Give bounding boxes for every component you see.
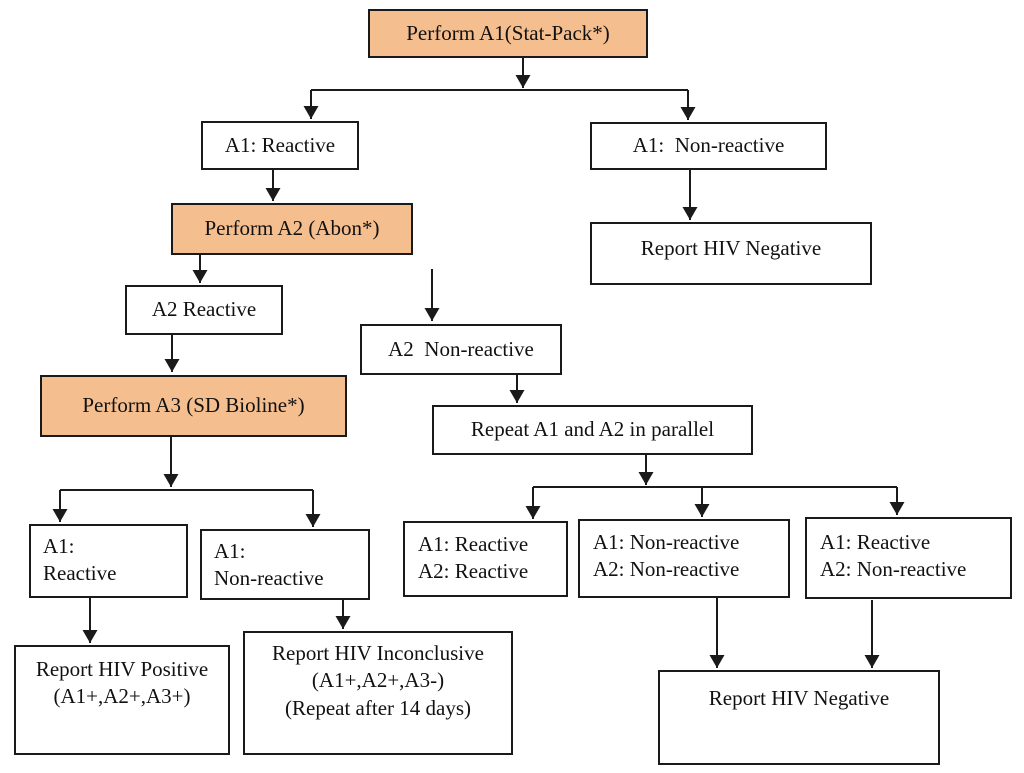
node-perform-a3: Perform A3 (SD Bioline*) (40, 375, 347, 437)
node-repeat-rn: A1: Reactive A2: Non-reactive (805, 517, 1012, 599)
node-a1-non-reactive: A1: Non-reactive (590, 122, 827, 170)
node-report-hiv-negative-top: Report HIV Negative (590, 222, 872, 285)
node-repeat-a1-a2-parallel: Repeat A1 and A2 in parallel (432, 405, 753, 455)
node-a3-a1-non-reactive: A1: Non-reactive (200, 529, 370, 600)
node-report-hiv-positive: Report HIV Positive (A1+,A2+,A3+) (14, 645, 230, 755)
node-a3-a1-reactive: A1: Reactive (29, 524, 188, 598)
node-report-hiv-negative-bottom: Report HIV Negative (658, 670, 940, 765)
node-perform-a1: Perform A1(Stat-Pack*) (368, 9, 648, 58)
node-a2-non-reactive: A2 Non-reactive (360, 324, 562, 375)
node-a2-reactive: A2 Reactive (125, 285, 283, 335)
node-repeat-nn: A1: Non-reactive A2: Non-reactive (578, 519, 790, 598)
node-repeat-rr: A1: Reactive A2: Reactive (403, 521, 568, 597)
node-perform-a2: Perform A2 (Abon*) (171, 203, 413, 255)
node-a1-reactive: A1: Reactive (201, 121, 359, 170)
node-report-hiv-inconclusive: Report HIV Inconclusive (A1+,A2+,A3-) (R… (243, 631, 513, 755)
